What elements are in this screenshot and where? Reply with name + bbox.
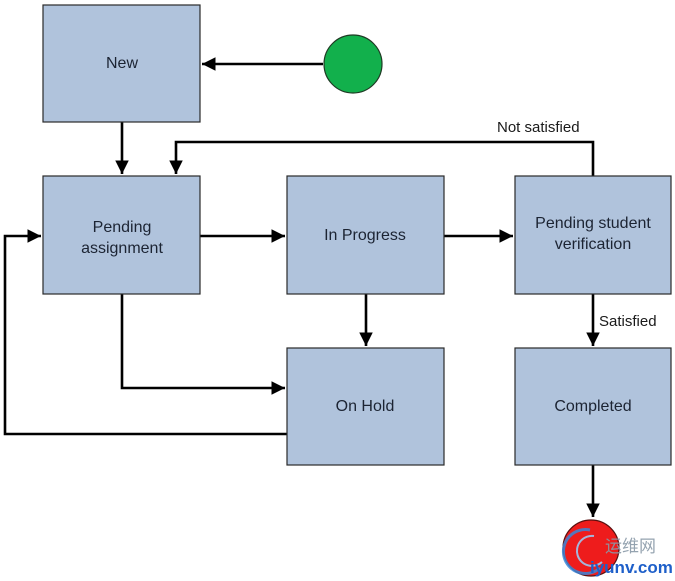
start-node-icon [323, 34, 383, 94]
watermark-text-cn: 运维网 [605, 537, 656, 557]
state-label-line2: verification [555, 236, 631, 253]
state-in-progress[interactable]: In Progress [286, 175, 445, 295]
watermark-text-url: iyunv.com [590, 558, 673, 577]
state-box [42, 4, 201, 123]
watermark-logo-arc-icon [575, 534, 603, 567]
state-box [42, 175, 201, 295]
state-new[interactable]: New [42, 4, 201, 123]
state-box [514, 175, 672, 295]
edge-on-hold-to-pending-assignment [3, 229, 287, 436]
state-box [286, 175, 445, 295]
state-on-hold[interactable]: On Hold [286, 347, 445, 466]
state-label: Completed [554, 398, 631, 415]
edges [3, 57, 600, 517]
edge-psv-not-satisfied [169, 140, 595, 176]
watermark: 运维网 iyunv.com [561, 528, 673, 577]
watermark-logo-icon [561, 528, 601, 576]
state-label: In Progress [324, 227, 406, 244]
state-label-line1: Pending student [535, 215, 651, 232]
state-completed[interactable]: Completed [514, 347, 672, 466]
edge-label-not-satisfied: Not satisfied [497, 119, 580, 136]
state-label-line1: Pending [93, 219, 152, 236]
edge-pending-assignment-to-on-hold [120, 294, 285, 395]
state-pending-assignment[interactable]: Pending assignment [42, 175, 201, 295]
state-label: New [106, 55, 138, 72]
state-box [514, 347, 672, 466]
state-label: On Hold [336, 398, 395, 415]
state-label-line2: assignment [81, 240, 163, 257]
state-pending-student-verification[interactable]: Pending student verification [514, 175, 672, 295]
state-box [286, 347, 445, 466]
edge-label-satisfied: Satisfied [599, 313, 657, 330]
